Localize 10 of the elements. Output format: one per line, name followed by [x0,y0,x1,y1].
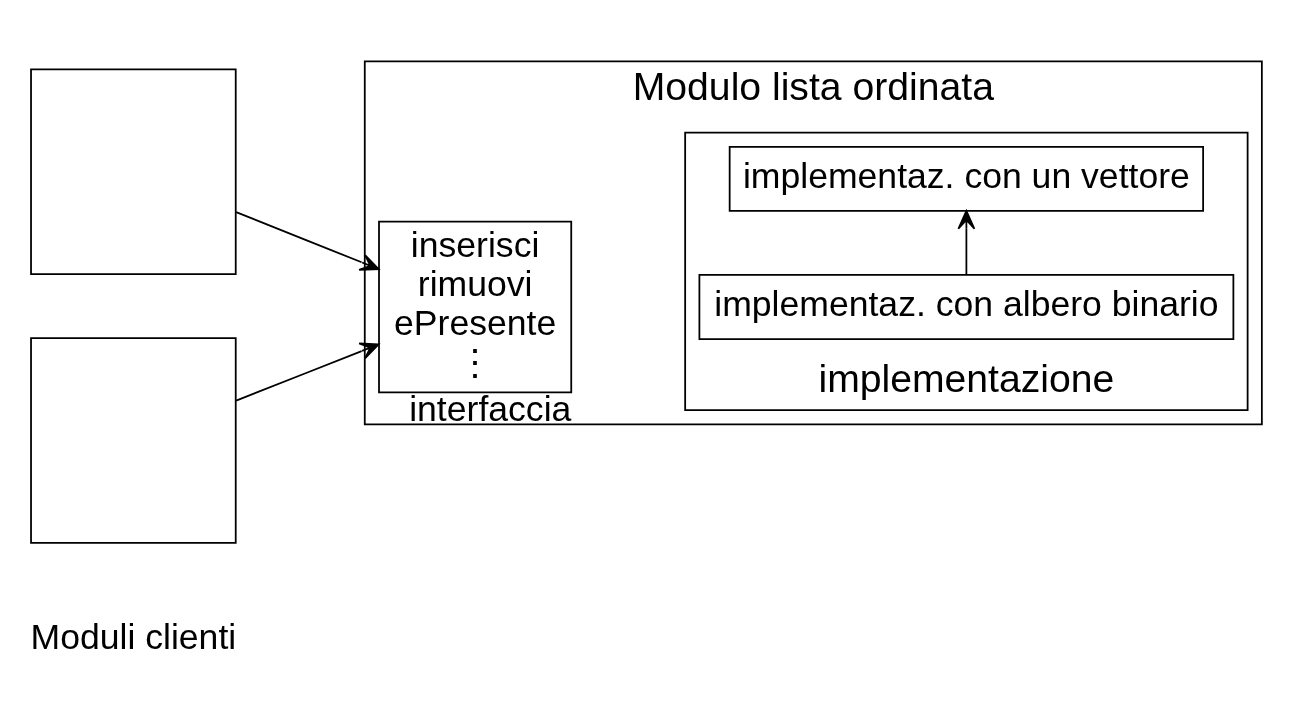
label: Moduli clienti [30,616,237,657]
node-box: implementaz. con albero binario [698,274,1235,340]
node-box: implementaz. con un vettore [728,145,1204,212]
cluster [684,131,1249,412]
arrow [957,210,976,276]
node-box [30,337,237,544]
arrow [235,342,380,402]
arrow [235,211,380,271]
node-box [30,68,237,275]
node-label: implementazione [818,356,1115,400]
